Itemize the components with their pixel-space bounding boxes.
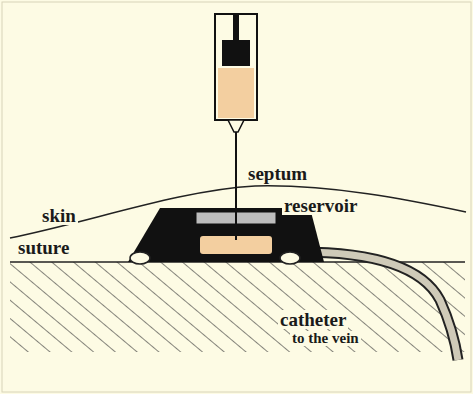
plunger-rod: [233, 14, 239, 42]
suture-loop: [280, 252, 300, 264]
part-label: reservoir: [282, 196, 360, 215]
part-label: septum: [246, 164, 309, 183]
tissue-hatching: [10, 262, 465, 352]
part-label: catheter: [278, 310, 348, 329]
needle: [235, 132, 237, 240]
part-label: suture: [16, 238, 71, 257]
syringe-fluid: [218, 68, 254, 118]
syringe-plunger: [222, 40, 250, 66]
syringe-barrel: [215, 14, 257, 120]
needle-hub: [228, 120, 244, 132]
part-label: to the vein: [290, 331, 361, 346]
part-label: skin: [40, 206, 78, 225]
suture-loop: [130, 252, 150, 264]
